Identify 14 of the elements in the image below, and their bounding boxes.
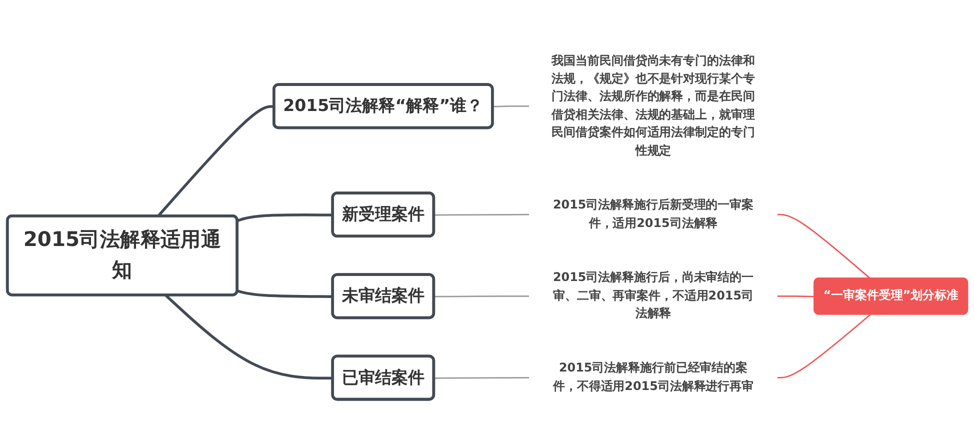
- connector: [777, 314, 871, 378]
- connector: [237, 214, 334, 222]
- connector: [777, 295, 815, 298]
- connector: [434, 377, 530, 379]
- connector: [434, 214, 530, 216]
- node-text: 2015司法解释施行后，尚未审结的一审、二审、再审案件，不适用2015司法解释: [552, 271, 754, 321]
- connector: [492, 105, 530, 108]
- connector: [164, 294, 334, 380]
- connector: [777, 214, 871, 279]
- node-text: 2015司法解释施行前已经审结的案件，不得适用2015司法解释进行再审: [552, 362, 754, 394]
- connector: [434, 295, 530, 298]
- connector: [237, 290, 334, 298]
- node-text: 我国当前民间借贷尚未有专门的法律和法规，《规定》也不是针对现行某个专门法律、法规所作的解释，而是在民间借贷相关法律、法规的基础上，就审理民间借贷案件如何适用法律制定的专门性规定: [552, 54, 755, 158]
- node-text: 2015司法解释施行后新受理的一审案件，适用2015司法解释: [552, 198, 754, 230]
